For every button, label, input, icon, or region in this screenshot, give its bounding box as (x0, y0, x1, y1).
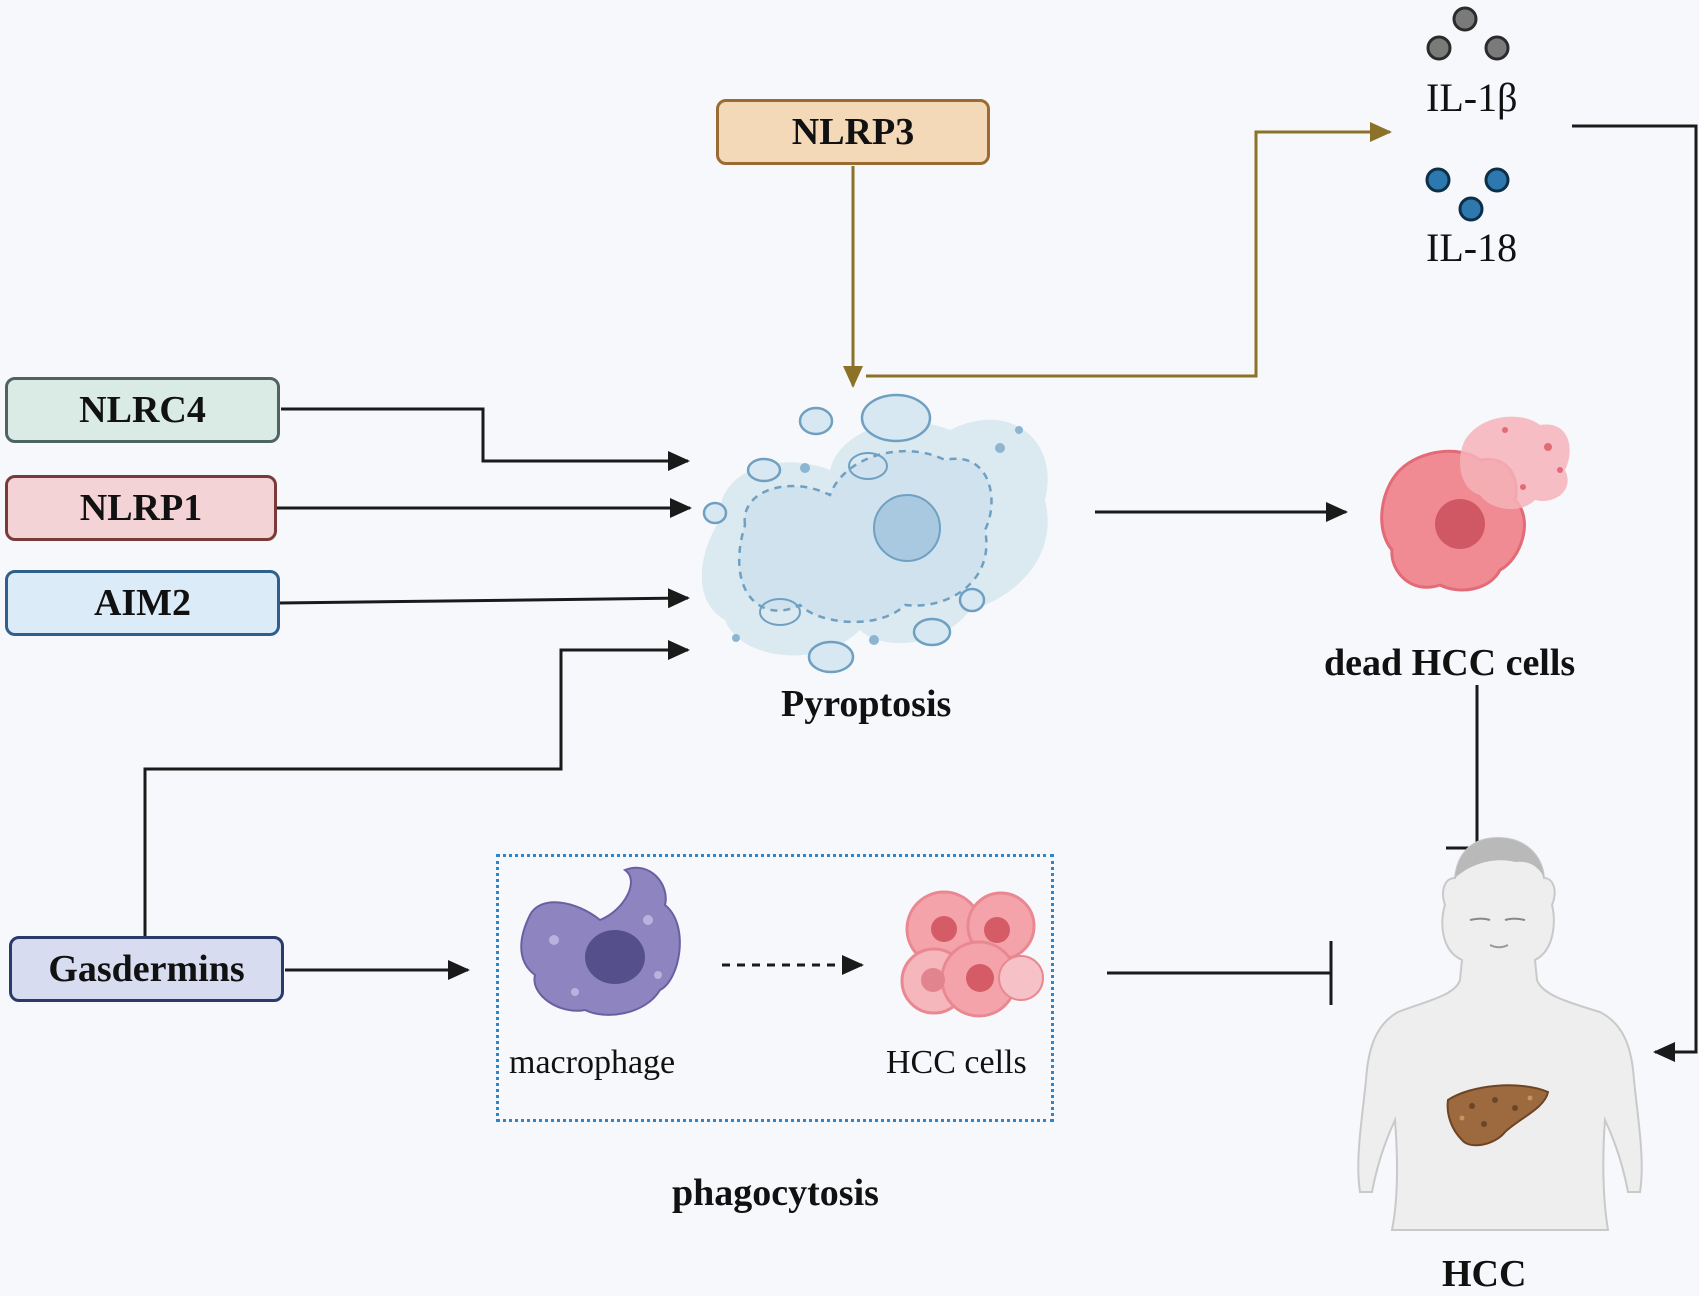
aim2-box: AIM2 (5, 570, 280, 636)
dead-hcc-cells-label: dead HCC cells (1324, 642, 1576, 684)
nlrp3-box: NLRP3 (716, 99, 990, 165)
dead-hcc-cell-icon (1380, 416, 1570, 592)
phagocytosis-inhibits-hcc (1107, 941, 1333, 1005)
phagocytosis-label: phagocytosis (672, 1172, 879, 1214)
aim2-to-pyroptosis-arrow (279, 588, 690, 609)
macrophage-label: macrophage (509, 1044, 676, 1081)
gasdermins-to-pyroptosis-arrow (143, 640, 690, 936)
gasdermins-box: Gasdermins (9, 936, 284, 1002)
pyroptosis-label: Pyroptosis (781, 683, 952, 725)
il-18-label: IL-18 (1426, 225, 1518, 270)
il-1-beta-particles-icon (1426, 6, 1510, 61)
human-body-liver-icon (1357, 836, 1643, 1231)
phagocytosis-frame (496, 854, 1054, 1122)
cytokines-to-hcc-arrow (1572, 124, 1698, 1062)
nlrc4-box: NLRC4 (5, 377, 280, 443)
pyroptotic-cell-icon (701, 393, 1048, 674)
hcc-label: HCC (1442, 1253, 1527, 1295)
il-18-particles-icon (1425, 167, 1510, 222)
hcc-cell-cluster-icon (900, 890, 1044, 1018)
pyroptosis-to-il1b-arrow (866, 122, 1392, 378)
dead-hcc-inhibits-hcc (1446, 685, 1508, 850)
hcc-cells-label: HCC cells (886, 1044, 1027, 1081)
nlrc4-to-pyroptosis-arrow (281, 407, 690, 471)
nlrp1-box: NLRP1 (5, 475, 277, 541)
macrophage-icon (520, 866, 681, 1016)
il-1-beta-label: IL-1β (1426, 75, 1518, 120)
